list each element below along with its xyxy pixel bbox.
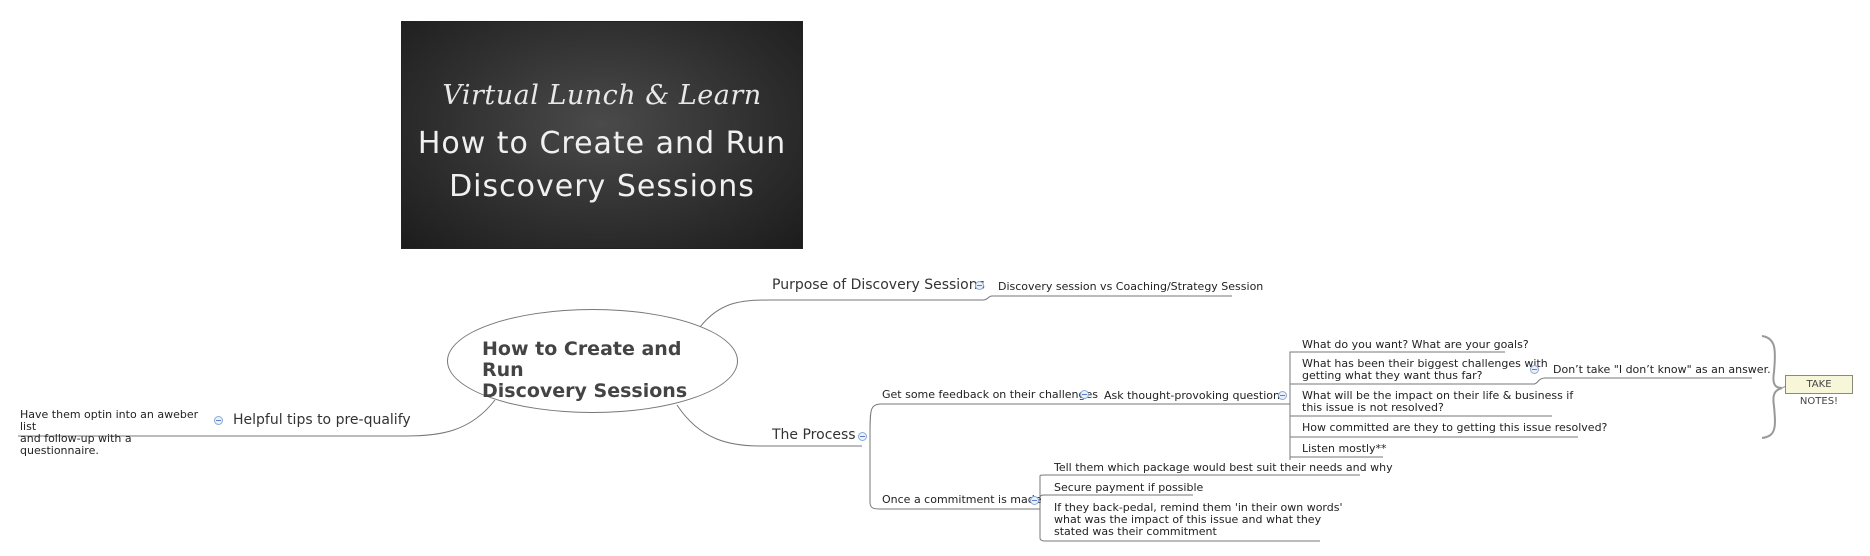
subtopic-optin-questionnaire[interactable]: Have them optin into an aweber list and …: [20, 409, 205, 457]
subtopic-commitment-made[interactable]: Once a commitment is made: [882, 493, 1042, 506]
subtopic-get-feedback[interactable]: Get some feedback on their challenges: [882, 388, 1098, 401]
banner-line-1: Virtual Lunch & Learn: [442, 80, 762, 111]
question-goals[interactable]: What do you want? What are your goals?: [1302, 338, 1529, 351]
optin-line-1: Have them optin into an aweber list: [20, 408, 199, 433]
challenges-line-1: What has been their biggest challenges w…: [1302, 357, 1548, 370]
connector-purpose: [699, 299, 983, 328]
boundary-brace: [1761, 335, 1783, 439]
collapse-tips-icon[interactable]: [214, 416, 223, 425]
connector-c1: [1039, 474, 1360, 509]
question-impact[interactable]: What will be the impact on their life & …: [1302, 390, 1573, 414]
collapse-purpose-icon[interactable]: [975, 281, 984, 290]
collapse-process-icon[interactable]: [858, 432, 867, 441]
connector-tips: [210, 399, 496, 437]
topic-the-process[interactable]: The Process: [772, 427, 856, 443]
commitment-package[interactable]: Tell them which package would best suit …: [1054, 461, 1393, 474]
commitment-back-pedal[interactable]: If they back-pedal, remind them 'in thei…: [1054, 502, 1343, 538]
topic-helpful-tips[interactable]: Helpful tips to pre-qualify: [233, 412, 411, 428]
backpedal-line-2: what was the impact of this issue and wh…: [1054, 513, 1322, 526]
title-banner-image: Virtual Lunch & Learn How to Create and …: [401, 21, 803, 249]
optin-line-2: and follow-up with a questionnaire.: [20, 432, 132, 457]
question-committed[interactable]: How committed are they to getting this i…: [1302, 421, 1608, 434]
challenges-line-2: getting what they want thus far?: [1302, 369, 1483, 382]
question-biggest-challenges[interactable]: What has been their biggest challenges w…: [1302, 358, 1548, 382]
collapse-commitment-icon[interactable]: [1030, 496, 1039, 505]
collapse-ask-icon[interactable]: [1278, 391, 1287, 400]
banner-line-3: Discovery Sessions: [449, 169, 755, 204]
banner-title: How to Create and Run Discovery Sessions: [402, 122, 802, 208]
collapse-challenges-icon[interactable]: [1530, 365, 1539, 374]
commitment-secure-payment[interactable]: Secure payment if possible: [1054, 481, 1204, 494]
boundary-note-take-notes[interactable]: TAKE NOTES!: [1785, 375, 1853, 407]
topic-purpose[interactable]: Purpose of Discovery Sessions: [772, 277, 985, 293]
impact-line-1: What will be the impact on their life & …: [1302, 389, 1574, 402]
connector-c2: [1039, 494, 1193, 509]
connector-dont-know: [1533, 377, 1752, 385]
central-topic-text: How to Create and Run Discovery Sessions: [482, 339, 722, 402]
connector-process: [676, 404, 862, 447]
central-line-1: How to Create and Run: [482, 338, 682, 381]
connector-c3: [1039, 509, 1320, 542]
subtopic-discovery-vs-coaching[interactable]: Discovery session vs Coaching/Strategy S…: [998, 280, 1264, 293]
subtopic-ask-questions[interactable]: Ask thought-provoking questions: [1104, 389, 1286, 402]
central-line-2: Discovery Sessions: [482, 380, 688, 402]
connector-purpose-child: [982, 295, 1232, 301]
connector-commitment: [869, 437, 1040, 510]
question-listen-mostly[interactable]: Listen mostly**: [1302, 442, 1387, 455]
subtopic-dont-know[interactable]: Don’t take "I don’t know" as an answer.: [1553, 363, 1771, 376]
backpedal-line-1: If they back-pedal, remind them 'in thei…: [1054, 501, 1343, 514]
impact-line-2: this issue is not resolved?: [1302, 401, 1444, 414]
banner-line-2: How to Create and Run: [417, 126, 787, 161]
central-topic-ellipse[interactable]: [447, 309, 738, 413]
backpedal-line-3: stated was their commitment: [1054, 525, 1217, 538]
collapse-feedback-icon[interactable]: [1080, 390, 1089, 399]
connector-feedback: [869, 403, 1086, 438]
